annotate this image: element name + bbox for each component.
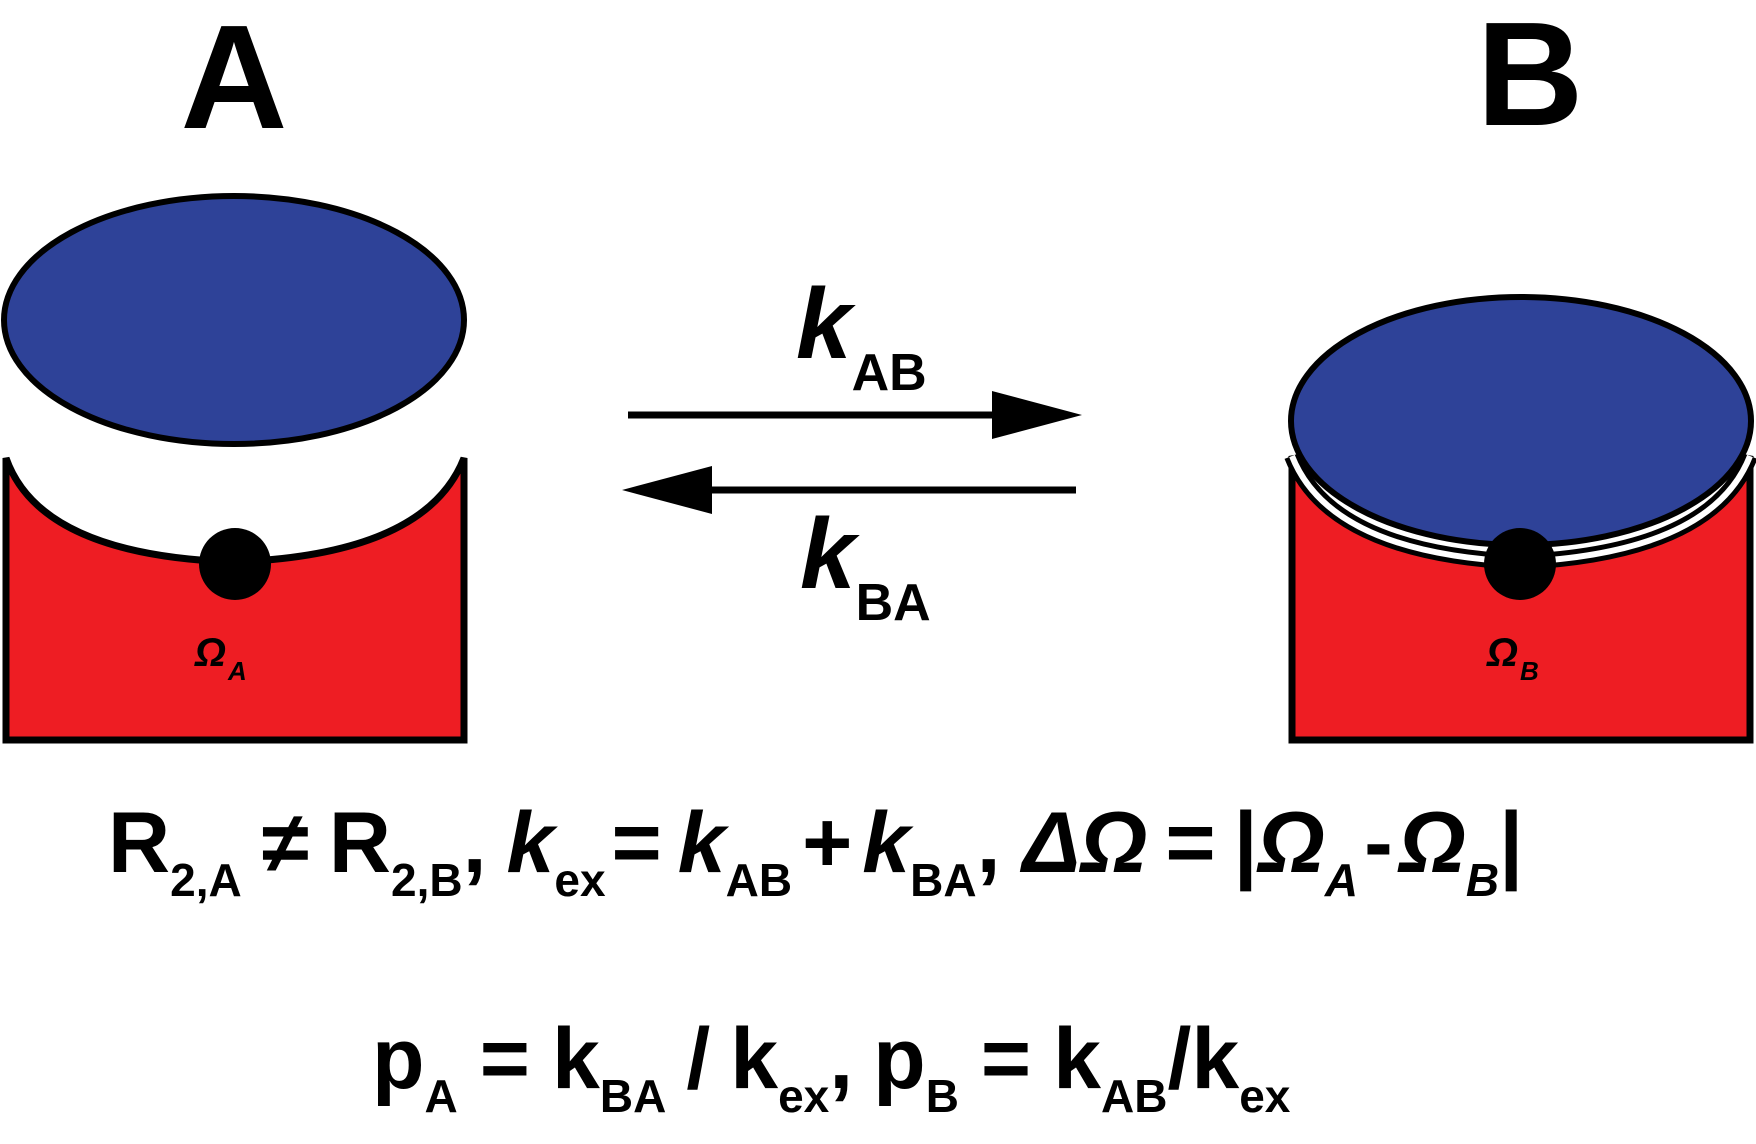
- state-b-lid: [1288, 294, 1754, 548]
- rate-reverse: kBA: [800, 498, 931, 632]
- state-a-site-sub: A: [227, 656, 247, 686]
- state-b-site-dot: [1484, 528, 1556, 600]
- state-a-lid: [1, 193, 467, 447]
- state-a-shape: Ω A: [1, 193, 468, 744]
- state-a-site-symbol: Ω: [194, 631, 226, 675]
- equation-relaxation-exchange: R2,A≠R2,B,kex=kAB+kBA,ΔΩ=|ΩA-ΩB|: [108, 795, 1523, 906]
- equation-populations: pA=kBA/kex,pB=kAB/kex: [372, 1011, 1291, 1122]
- rate-forward: kAB: [796, 268, 927, 402]
- reverse-arrow: [622, 466, 1076, 514]
- state-b-site-symbol: Ω: [1486, 631, 1518, 675]
- state-b-site-sub: B: [1520, 656, 1539, 686]
- forward-arrow: [628, 391, 1082, 439]
- state-b-label: B: [1477, 0, 1584, 157]
- state-b-shape: Ω B: [1284, 294, 1756, 744]
- state-a-label: A: [181, 0, 288, 160]
- state-a-site-dot: [199, 528, 271, 600]
